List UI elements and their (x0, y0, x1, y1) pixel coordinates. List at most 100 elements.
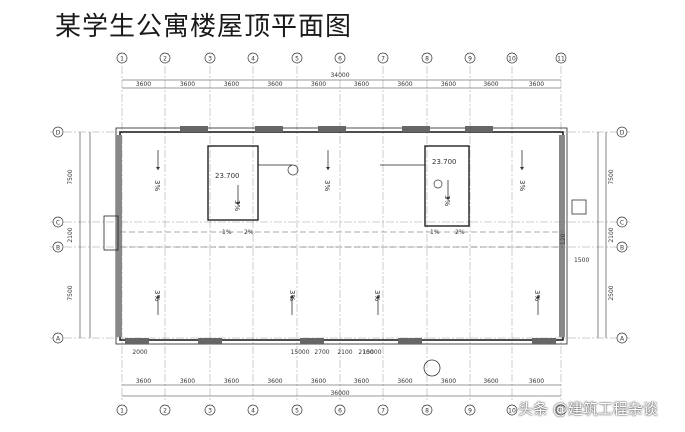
dim-small-bottom: 2100 (358, 349, 373, 356)
axis-bubble (555, 52, 567, 64)
axis-bubble (555, 404, 567, 416)
dim-small-bottom: 15000 (290, 349, 309, 356)
dim-left: 7500 (67, 285, 74, 300)
axis-bubble (116, 52, 128, 64)
dim-bay-top: 3600 (529, 81, 544, 88)
axis-bubble (421, 404, 433, 416)
slope-arrowhead (156, 167, 160, 170)
dim-bay-bottom: 3600 (311, 378, 326, 385)
axis-number: 3 (208, 408, 212, 415)
small-slope-label: 2% (244, 229, 254, 236)
slope-arrowhead (290, 295, 294, 298)
axis-bubble (506, 404, 518, 416)
axis-bubble (377, 404, 389, 416)
axis-bubble (464, 404, 476, 416)
axis-number: 2 (163, 408, 167, 415)
axis-number: 5 (295, 56, 299, 63)
dim-bay-top: 3600 (136, 81, 151, 88)
dim-bay-bottom: 3600 (529, 378, 544, 385)
slope-label: 3% (373, 290, 381, 301)
slope-label: 3% (233, 200, 241, 211)
dim-small-bottom: 15000 (362, 349, 381, 356)
dim-small-bottom: 2700 (314, 349, 329, 356)
axis-number: 4 (251, 56, 255, 63)
small-slope-label: 2% (455, 229, 465, 236)
axis-bubble (247, 52, 259, 64)
axis-bubble (616, 241, 628, 253)
slope-arrowhead (536, 295, 540, 298)
dim-bay-top: 3600 (224, 81, 239, 88)
small-slope-label: 1% (430, 229, 440, 236)
axis-number: 9 (468, 56, 472, 63)
axis-bubble (247, 404, 259, 416)
slope-arrowhead (520, 167, 524, 170)
dim-total-bottom: 36000 (330, 390, 349, 397)
vent-bar (300, 338, 324, 344)
drain-marker (287, 164, 299, 176)
roof-vents (125, 126, 587, 377)
axis-letter: D (620, 130, 625, 137)
dim-left: 7500 (67, 169, 74, 184)
dim-right: 7500 (608, 169, 615, 184)
vent-bar (255, 126, 283, 132)
axis-letter: B (620, 245, 624, 252)
dim-left: 2100 (67, 227, 74, 242)
axis-letter: C (620, 220, 624, 227)
dim-bay-top: 3600 (354, 81, 369, 88)
slope-label: 3% (153, 290, 161, 301)
dim-bay-top: 3600 (397, 81, 412, 88)
axis-bubble (616, 216, 628, 228)
axis-bubble (52, 241, 64, 253)
axis-number: 3 (208, 56, 212, 63)
axis-letter: D (56, 130, 61, 137)
axis-bubble (616, 126, 628, 138)
axis-bubble (159, 404, 171, 416)
slope-label: 3% (288, 290, 296, 301)
dim-bay-bottom: 3600 (483, 378, 498, 385)
elevation-right: 23.700 (432, 158, 457, 166)
dim-bay-bottom: 3600 (136, 378, 151, 385)
axis-bubble (52, 332, 64, 344)
axis-bubble (506, 52, 518, 64)
axis-number: 4 (251, 408, 255, 415)
dim-right: 2500 (608, 285, 615, 300)
slope-arrowhead (156, 295, 160, 298)
roof-enclosures (207, 145, 470, 227)
vent-bar (180, 126, 208, 132)
dim-bay-bottom: 3600 (267, 378, 282, 385)
axis-bubble (334, 404, 346, 416)
slope-arrowhead (326, 167, 330, 170)
axis-bubble (204, 404, 216, 416)
drain-marker (433, 179, 443, 189)
axis-bubble (52, 216, 64, 228)
axis-number: 7 (381, 56, 385, 63)
axis-number: 11 (557, 408, 565, 415)
axis-number: 6 (338, 56, 342, 63)
building-outline (103, 127, 568, 345)
axis-bubble (616, 332, 628, 344)
axis-number: 10 (508, 408, 516, 415)
axis-number: 10 (508, 56, 516, 63)
axis-bubble (116, 404, 128, 416)
axis-bubble (204, 52, 216, 64)
axis-bubble (291, 52, 303, 64)
dim-small-bottom: 2100 (337, 349, 352, 356)
drainage-arrows (156, 150, 540, 315)
vent-bar (398, 338, 422, 344)
vent-bar (465, 126, 493, 132)
right-code: 120 (560, 233, 567, 245)
axis-bubble (334, 52, 346, 64)
slope-label: 3% (518, 180, 526, 191)
slope-arrowhead (236, 202, 240, 205)
axis-bubble (464, 52, 476, 64)
axis-bubble (159, 52, 171, 64)
right-dim-note: 1500 (574, 257, 589, 264)
axis-letter: C (56, 220, 60, 227)
axis-number: 7 (381, 408, 385, 415)
axis-number: 2 (163, 56, 167, 63)
detail-marker (423, 359, 441, 377)
drawing-title: 某学生公寓楼屋顶平面图 (55, 12, 353, 42)
axis-number: 5 (295, 408, 299, 415)
